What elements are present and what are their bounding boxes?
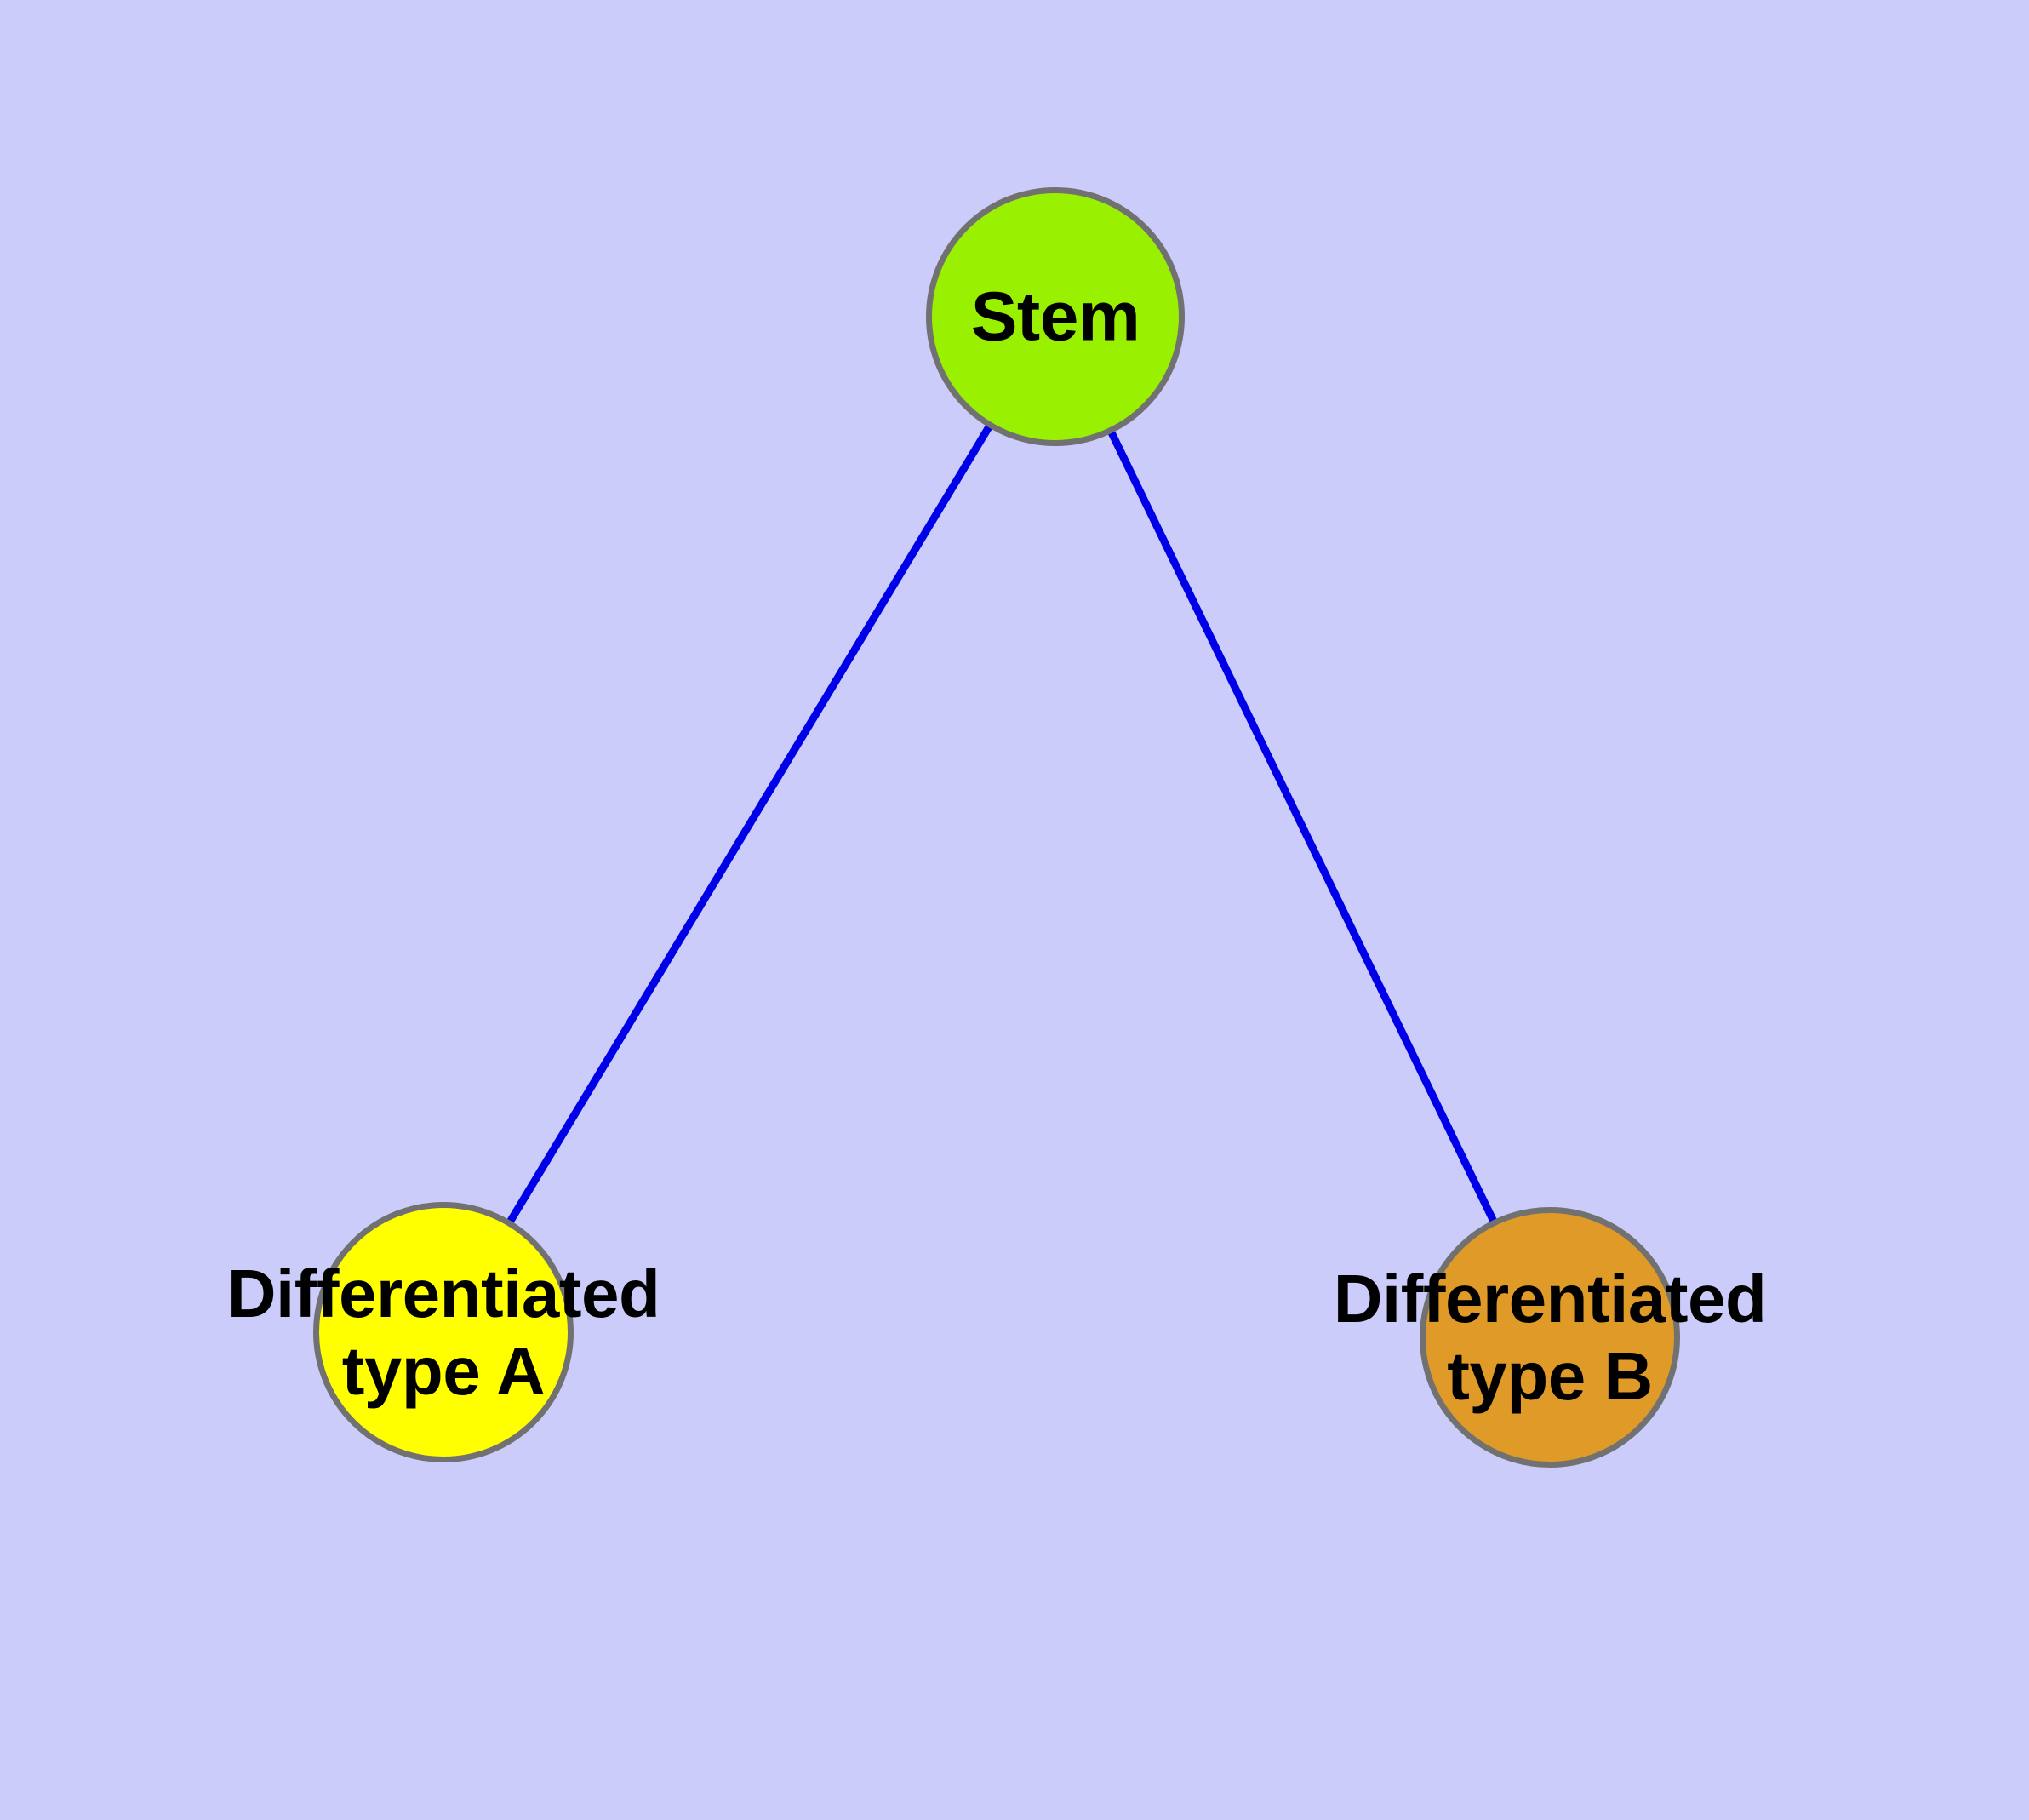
edge-stem-to-diff_b[interactable] [1051, 315, 1554, 1339]
node-circle-stem[interactable] [926, 187, 1185, 446]
edge-stem-to-diff_a[interactable] [440, 314, 1059, 1335]
node-circle-diff_a[interactable] [313, 1202, 574, 1462]
node-circle-diff_b[interactable] [1420, 1207, 1680, 1468]
